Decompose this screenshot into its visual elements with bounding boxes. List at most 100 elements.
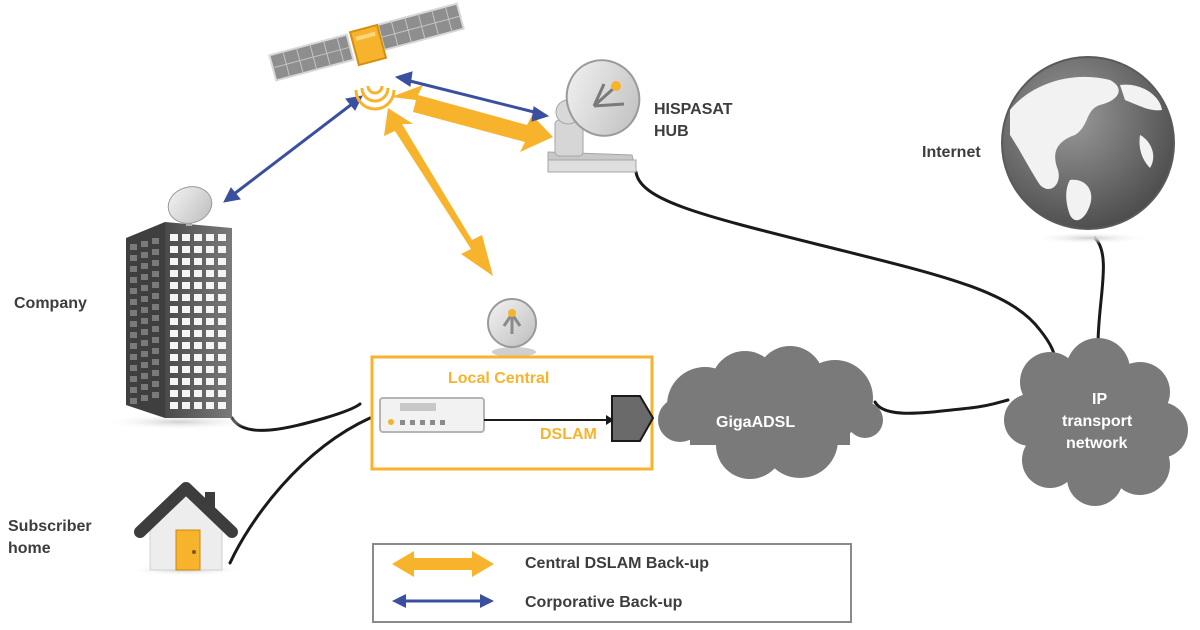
building-window	[182, 366, 190, 373]
building-window-side	[152, 293, 159, 299]
legend-orange-arrow-icon	[392, 551, 494, 577]
building-window	[194, 306, 202, 313]
building-window-side	[152, 304, 159, 310]
building-window	[170, 378, 178, 385]
ip-network-label-line1: IP	[1092, 391, 1107, 408]
building-window	[170, 402, 178, 409]
building-window	[206, 246, 214, 253]
dslam-device-icon	[379, 397, 485, 433]
building-window	[182, 294, 190, 301]
building-window	[218, 246, 226, 253]
building-window	[194, 354, 202, 361]
building-window	[170, 354, 178, 361]
house-icon	[125, 482, 245, 576]
building-window	[206, 378, 214, 385]
building-window	[206, 390, 214, 397]
gigaadsl-label: GigaADSL	[716, 414, 795, 431]
building-window	[170, 366, 178, 373]
building-window-side	[152, 249, 159, 255]
building-window-side	[130, 398, 137, 404]
building-window-side	[152, 392, 159, 398]
building-window	[218, 234, 226, 241]
building-window	[170, 390, 178, 397]
building-window-side	[141, 318, 148, 324]
building-window-side	[130, 299, 137, 305]
building-window-side	[130, 288, 137, 294]
gigaadsl-cloud	[658, 346, 883, 479]
building-window	[194, 282, 202, 289]
building-window	[194, 342, 202, 349]
building-window	[182, 246, 190, 253]
building-window	[218, 258, 226, 265]
dish-icon	[487, 298, 537, 357]
link-company-to-local-central	[230, 402, 362, 432]
building-window	[206, 342, 214, 349]
building-window	[182, 270, 190, 277]
dslam-port-icon	[611, 395, 655, 442]
building-window-side	[152, 348, 159, 354]
building-window	[182, 306, 190, 313]
ip-network-label-line3: network	[1066, 435, 1127, 452]
building-window-side	[130, 365, 137, 371]
company-label: Company	[14, 295, 87, 312]
building-window	[182, 354, 190, 361]
subscriber-label-line2: home	[8, 540, 51, 557]
building-window	[182, 282, 190, 289]
building-window-side	[152, 315, 159, 321]
legend-item-corporative: Corporative Back-up	[525, 594, 683, 611]
building-window	[194, 318, 202, 325]
building-window-side	[141, 329, 148, 335]
building-window	[170, 258, 178, 265]
building-window	[194, 234, 202, 241]
building-window	[182, 318, 190, 325]
building-window	[206, 354, 214, 361]
building-window-side	[141, 296, 148, 302]
building-window-side	[130, 244, 137, 250]
building-window	[170, 282, 178, 289]
building-window-side	[152, 326, 159, 332]
building-window	[170, 330, 178, 337]
building-window	[218, 402, 226, 409]
legend-blue-arrow-icon	[392, 594, 494, 608]
building-window-side	[152, 271, 159, 277]
network-links	[228, 170, 1105, 565]
building-window	[182, 378, 190, 385]
building-window	[182, 234, 190, 241]
building-window-side	[141, 351, 148, 357]
building-window	[194, 246, 202, 253]
arrow-head-blue-1	[394, 71, 413, 87]
building-window	[170, 306, 178, 313]
arrow-head-blue-4	[223, 187, 241, 203]
building-window	[170, 234, 178, 241]
building-window-side	[130, 332, 137, 338]
building-window-side	[130, 376, 137, 382]
globe-icon	[1001, 56, 1175, 244]
building-window-side	[130, 321, 137, 327]
building-window	[206, 234, 214, 241]
office-building-icon	[100, 186, 260, 430]
hub-label-line1: HISPASAT	[654, 101, 733, 118]
building-window	[182, 402, 190, 409]
building-window	[218, 294, 226, 301]
link-gigaadsl-to-ip-network	[873, 398, 1010, 415]
building-window	[218, 318, 226, 325]
building-window	[218, 282, 226, 289]
internet-label: Internet	[922, 144, 981, 161]
building-window	[182, 258, 190, 265]
building-window-side	[152, 337, 159, 343]
building-window	[194, 366, 202, 373]
building-window	[194, 258, 202, 265]
local-central-box	[370, 355, 654, 471]
building-window	[218, 354, 226, 361]
building-window	[194, 294, 202, 301]
ip-network-cloud	[1004, 338, 1188, 506]
link-internet-to-ip-network	[1093, 236, 1105, 347]
legend-box	[372, 543, 852, 623]
building-window	[170, 342, 178, 349]
building-window	[170, 270, 178, 277]
arrow-satellite-central-orange	[384, 108, 493, 276]
ip-network-label-line2: transport	[1062, 413, 1133, 430]
building-window	[206, 318, 214, 325]
building-window	[218, 366, 226, 373]
